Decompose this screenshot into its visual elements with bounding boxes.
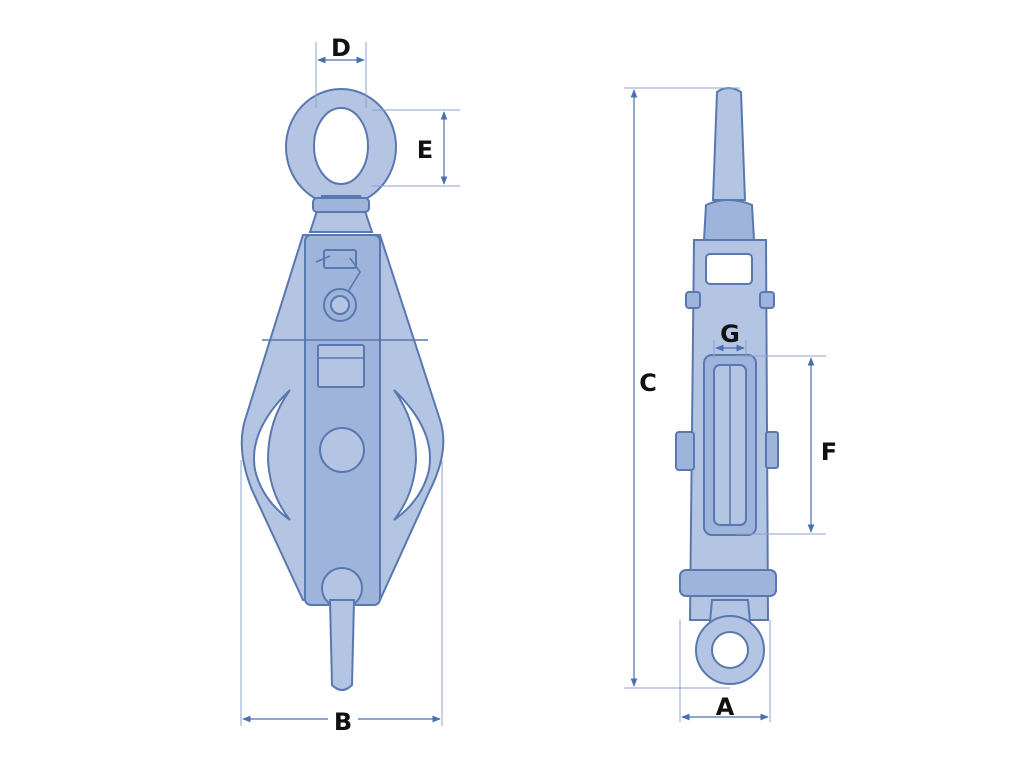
dimension-f: F	[736, 355, 837, 535]
side-bottom-eye	[695, 599, 765, 685]
dimension-d: D	[315, 34, 367, 108]
front-swivel-eye	[285, 88, 397, 233]
label-b: B	[334, 708, 352, 736]
side-sheave	[703, 354, 757, 536]
dimension-g: G	[713, 320, 747, 358]
label-e: E	[417, 136, 433, 164]
front-view	[240, 88, 445, 691]
front-cheek-plate	[240, 234, 445, 691]
label-f: F	[821, 438, 837, 466]
dimension-a: A	[679, 620, 771, 722]
lock-latch	[315, 249, 361, 322]
dimension-c: C	[624, 87, 740, 689]
label-c: C	[639, 369, 657, 397]
label-d: D	[331, 34, 351, 62]
dimension-b: B	[240, 460, 443, 736]
label-g: G	[720, 320, 740, 348]
side-shank	[711, 87, 747, 201]
dimension-e: E	[372, 109, 460, 187]
label-a: A	[716, 693, 735, 721]
side-view	[675, 87, 779, 685]
